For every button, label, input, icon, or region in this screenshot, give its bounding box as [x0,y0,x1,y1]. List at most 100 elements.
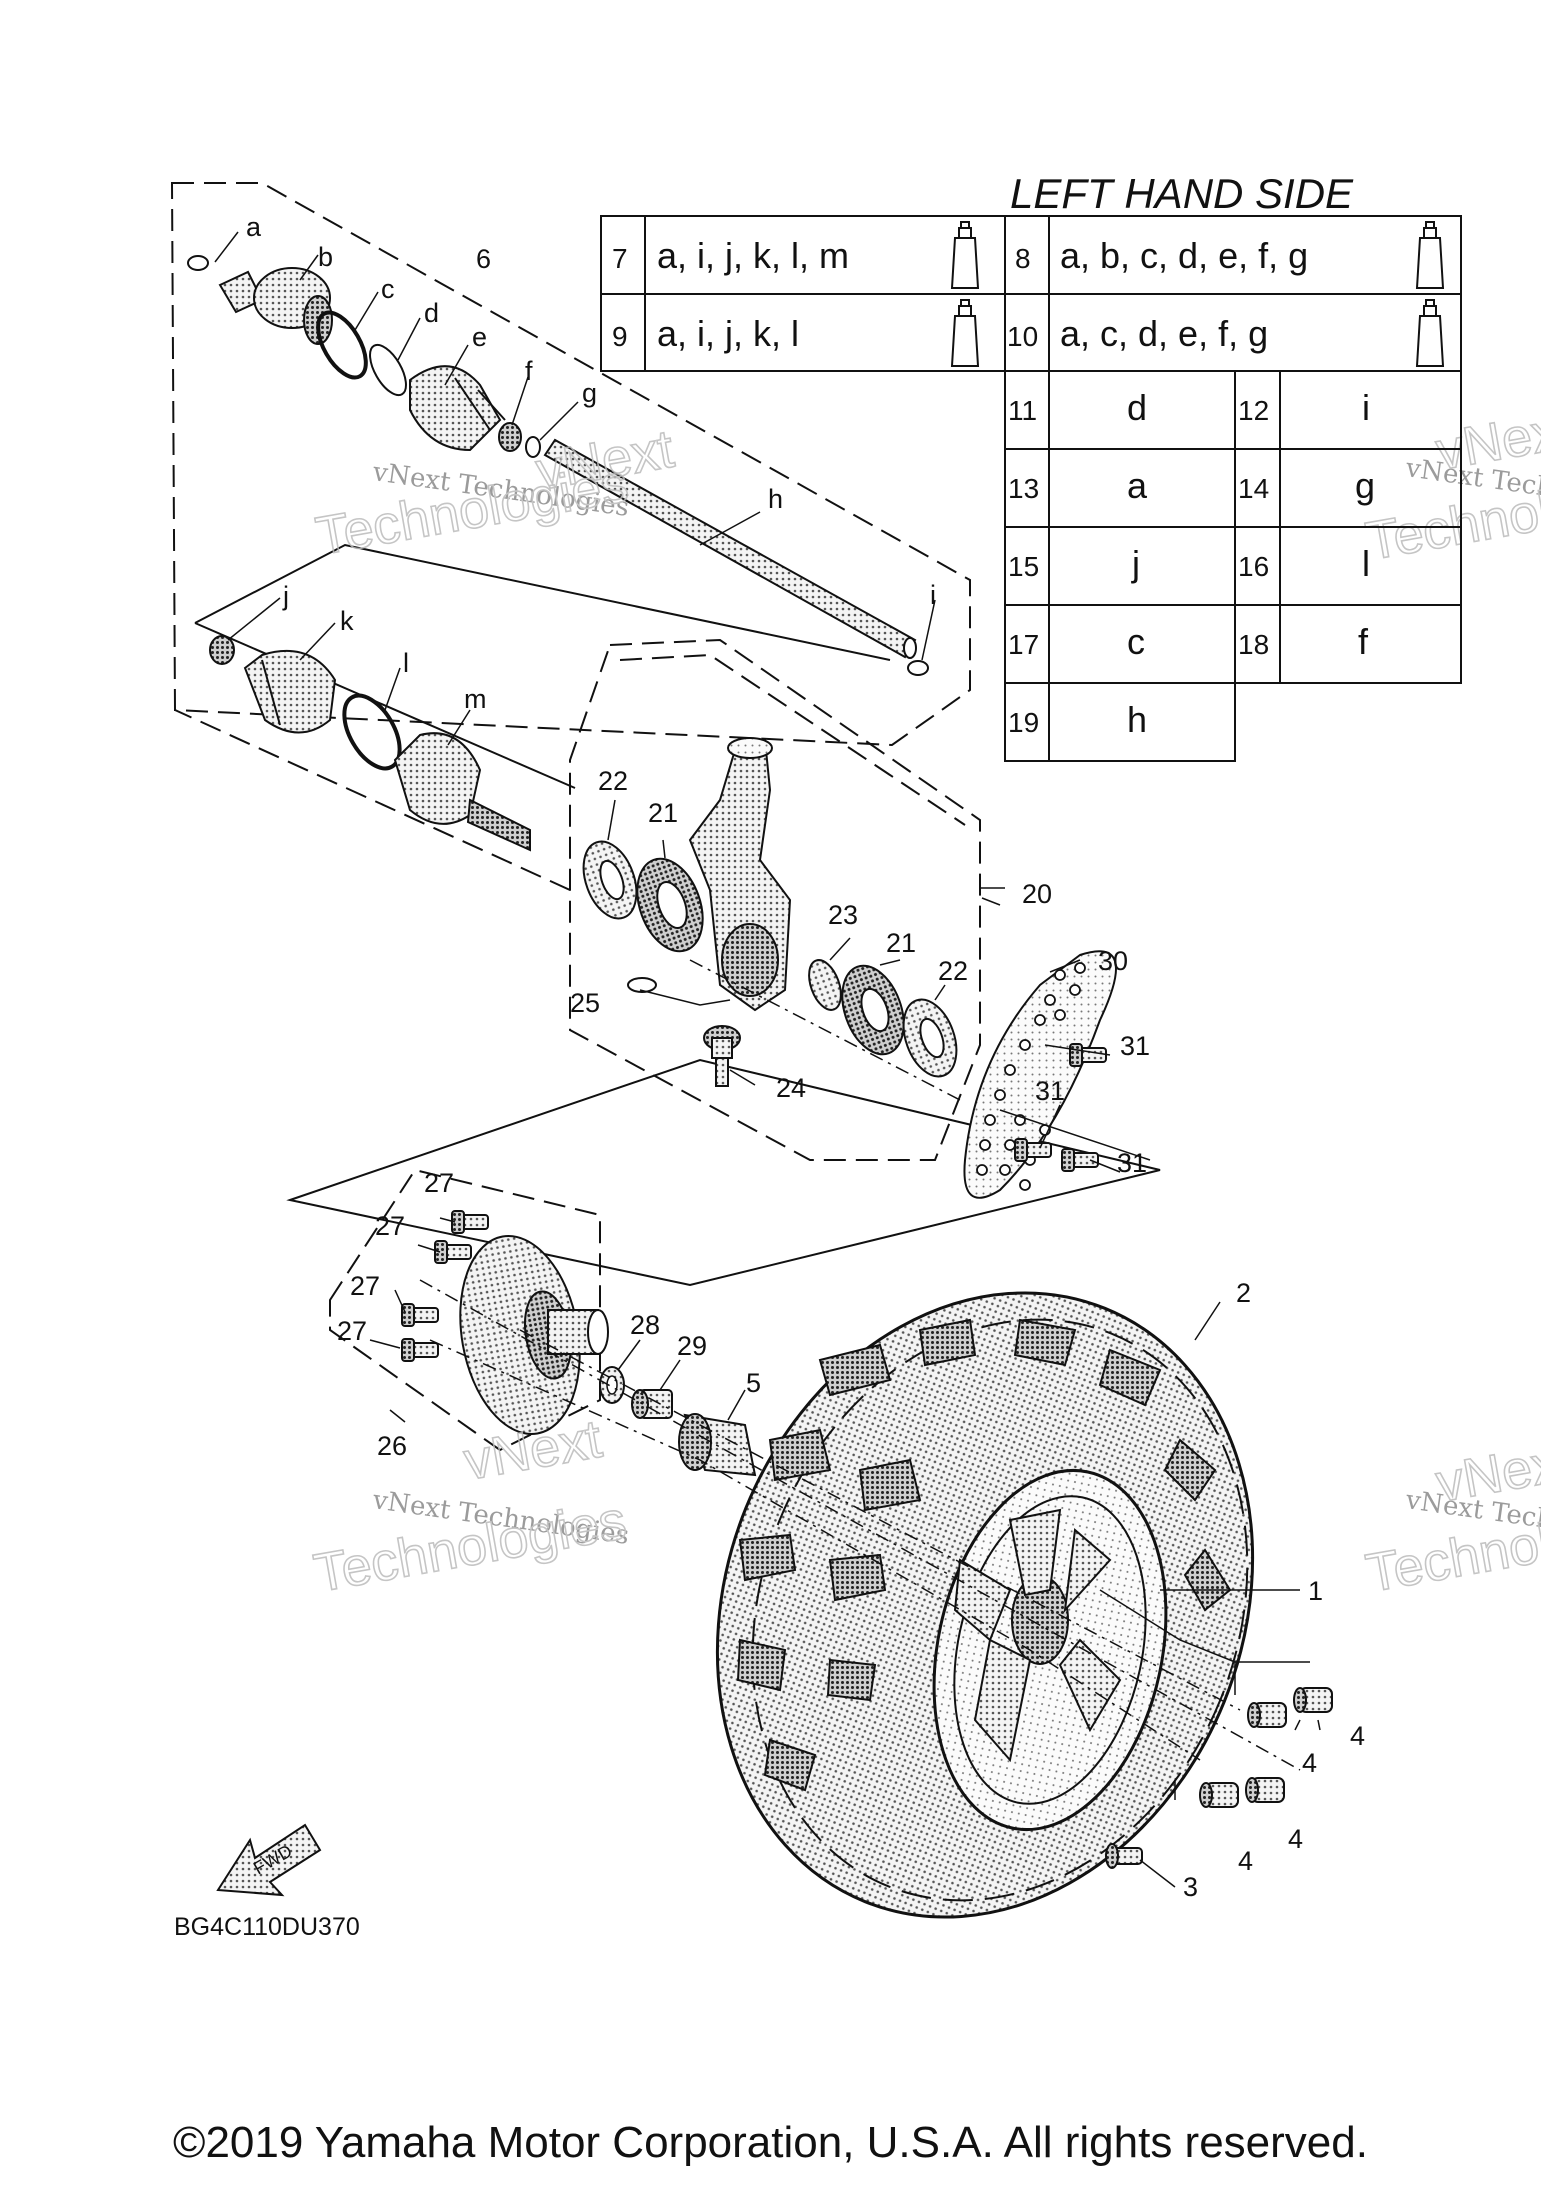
hub-cap-5 [678,1413,757,1477]
callout-4d: 4 [1238,1846,1253,1876]
spacer-23 [808,959,842,1011]
kit-num-9: 9 [612,321,628,352]
callout-31a: 31 [1120,1031,1150,1061]
callout-20: 20 [1022,879,1052,909]
callout-3: 3 [1183,1872,1198,1902]
clip-j [209,635,235,665]
callout-27c: 27 [350,1271,380,1301]
callout-27a: 27 [424,1168,454,1198]
single-num-19: 19 [1008,707,1039,738]
callout-4c: 4 [1288,1824,1303,1854]
kit-num-8: 8 [1015,243,1031,274]
kit-table: LEFT HAND SIDE 7 a, i, j, k, l, m 8 a, b… [600,170,1462,762]
callout-28: 28 [630,1310,660,1340]
hub-bolt-27d [401,1338,439,1362]
single-num-12: 12 [1238,395,1269,426]
single-part-19: h [1127,699,1147,740]
steering-knuckle [688,737,792,1012]
ball-joint-24 [703,1025,741,1087]
callout-27d: 27 [337,1316,367,1346]
boot-band-c [316,310,368,380]
single-num-13: 13 [1008,473,1039,504]
callout-h: h [768,484,783,514]
callout-l: l [403,648,409,678]
axle-nut-29 [631,1389,673,1419]
single-part-17: c [1127,621,1145,662]
callout-j: j [282,581,289,611]
single-part-12: i [1362,387,1370,428]
single-part-11: d [1127,387,1147,428]
callout-g: g [582,378,597,408]
hub-bolt-27a [451,1210,489,1234]
valve-3 [1105,1843,1143,1869]
svg-text:vNext: vNext [460,1409,606,1492]
copyright-notice: ©2019 Yamaha Motor Corporation, U.S.A. A… [173,2118,1368,2167]
single-part-18: f [1358,621,1369,662]
wheel-hub [459,1235,609,1435]
inner-cv-joint [393,732,531,852]
boot-band-l [342,693,402,771]
callout-2: 2 [1236,1278,1251,1308]
callout-24: 24 [776,1073,806,1103]
callout-6: 6 [476,244,491,274]
hub-bolt-27b [434,1240,472,1264]
callout-i: i [930,580,936,610]
single-num-17: 17 [1008,629,1039,660]
lug-nut-4a [1247,1702,1287,1728]
drive-shaft [543,438,917,659]
single-part-14: g [1355,465,1375,506]
callout-25: 25 [570,988,600,1018]
inner-boot [243,649,337,734]
kit-parts-9: a, i, j, k, l [657,313,799,354]
wheel-rim-1 [932,1468,1168,1832]
diagram-code: BG4C110DU370 [174,1913,360,1941]
callout-c: c [381,274,395,304]
kit-parts-10: a, c, d, e, f, g [1060,313,1268,354]
outer-boot [409,365,506,452]
drive-shaft-group [170,182,971,891]
callout-4a: 4 [1350,1721,1365,1751]
kit-num-7: 7 [612,243,628,274]
callout-31c: 31 [1117,1148,1147,1178]
grease-tube-icon [950,221,1445,367]
single-num-15: 15 [1008,551,1039,582]
kit-num-10: 10 [1007,321,1038,352]
callout-1: 1 [1308,1576,1323,1606]
disc-bolt-31a [1069,1043,1107,1067]
boot-band-d [369,343,407,397]
kit-parts-7: a, i, j, k, l, m [657,235,849,276]
callout-21b: 21 [886,928,916,958]
callout-b: b [318,242,333,272]
hub-dashed-outline [329,1168,601,1452]
callout-29: 29 [677,1331,707,1361]
callout-27b: 27 [375,1211,405,1241]
table-title: LEFT HAND SIDE [1010,170,1354,217]
clip-g [525,436,541,458]
clip-25 [627,977,657,993]
kit-parts-8: a, b, c, d, e, f, g [1060,235,1308,276]
single-num-14: 14 [1238,473,1269,504]
outer-cv-joint [218,267,333,345]
callout-22b: 22 [938,956,968,986]
callout-5: 5 [746,1368,761,1398]
single-part-13: a [1127,465,1148,506]
single-num-16: 16 [1238,551,1269,582]
single-num-11: 11 [1008,395,1037,426]
callout-21a: 21 [648,798,678,828]
lug-nut-4c [1199,1782,1239,1808]
circlip-a [187,255,209,271]
clip-i [907,660,929,676]
callout-23: 23 [828,900,858,930]
fwd-arrow-icon: FWD [216,1823,322,1897]
callout-4b: 4 [1302,1748,1317,1778]
lug-nut-4b [1293,1687,1333,1713]
callout-22a: 22 [598,766,628,796]
band-f [498,422,522,452]
hub-group-outline [286,1058,1161,1287]
callout-m: m [464,684,487,714]
callout-f: f [525,356,533,386]
hub-bolt-27c [401,1303,439,1327]
lug-nut-4d [1245,1777,1285,1803]
disc-bolt-31c [1061,1148,1099,1172]
